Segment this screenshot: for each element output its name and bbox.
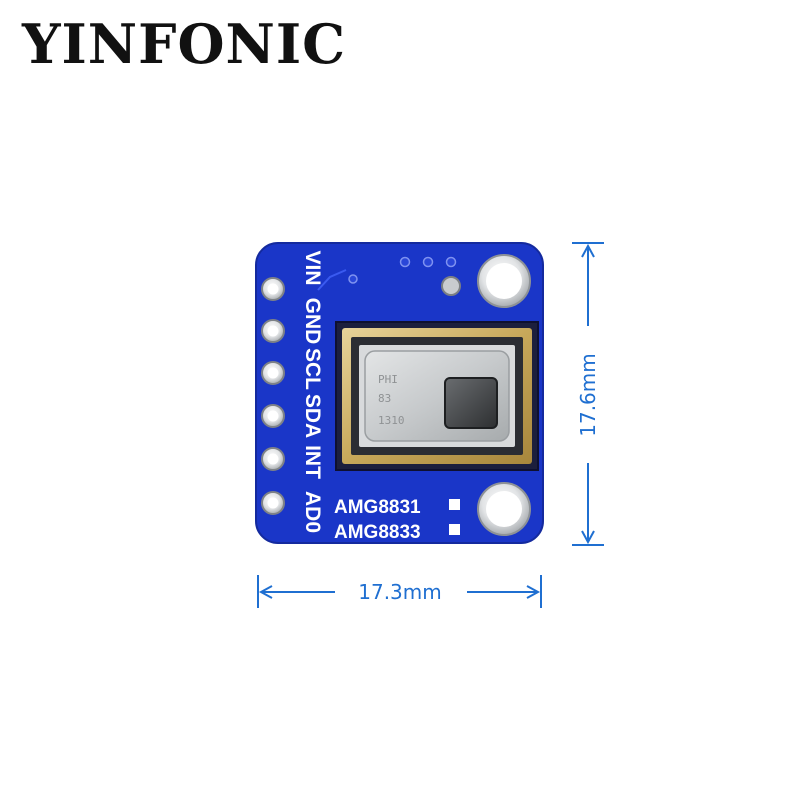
width-dimension [257,575,542,608]
model-checkbox-amg8831 [449,499,460,510]
pin-pad [261,404,285,428]
model-checkbox-amg8833 [449,524,460,535]
chip-marking-line-2: 83 [378,392,391,405]
model-labels: AMG8831 AMG8833 [334,497,460,543]
header-pads [261,277,285,515]
pin-label-scl: SCL [301,348,324,390]
mounting-hole-bottom [477,482,531,536]
pin-pad [261,361,285,385]
pin-label-vin: VIN [301,250,324,285]
model-label-amg8833: AMG8833 [334,522,421,543]
top-vias [348,256,457,284]
chip-marking-line-3: 1310 [378,414,405,427]
pin-pad [261,491,285,515]
test-point [441,276,461,296]
pcb-trace [317,269,347,291]
pin-label-ad0: AD0 [301,491,324,533]
height-dimension [572,242,604,546]
model-label-amg8831: AMG8831 [334,497,421,518]
mounting-hole-top [477,254,531,308]
pin-label-int: INT [301,445,324,479]
pin-pad [261,447,285,471]
pin-pad [261,319,285,343]
brand-logo: YINFONIC [22,12,347,76]
pin-pad [261,277,285,301]
height-dimension-label: 17.6mm [576,353,600,437]
chip-marking-line-1: PHI [378,373,398,386]
sensor-lens [444,377,498,429]
thermal-sensor-package: PHI 83 1310 [335,321,539,471]
pin-label-gnd: GND [301,298,324,345]
pin-label-sda: SDA [301,394,324,438]
width-dimension-label: 17.3mm [358,580,442,604]
pin-labels: VIN GND SCL SDA INT AD0 [301,250,324,533]
